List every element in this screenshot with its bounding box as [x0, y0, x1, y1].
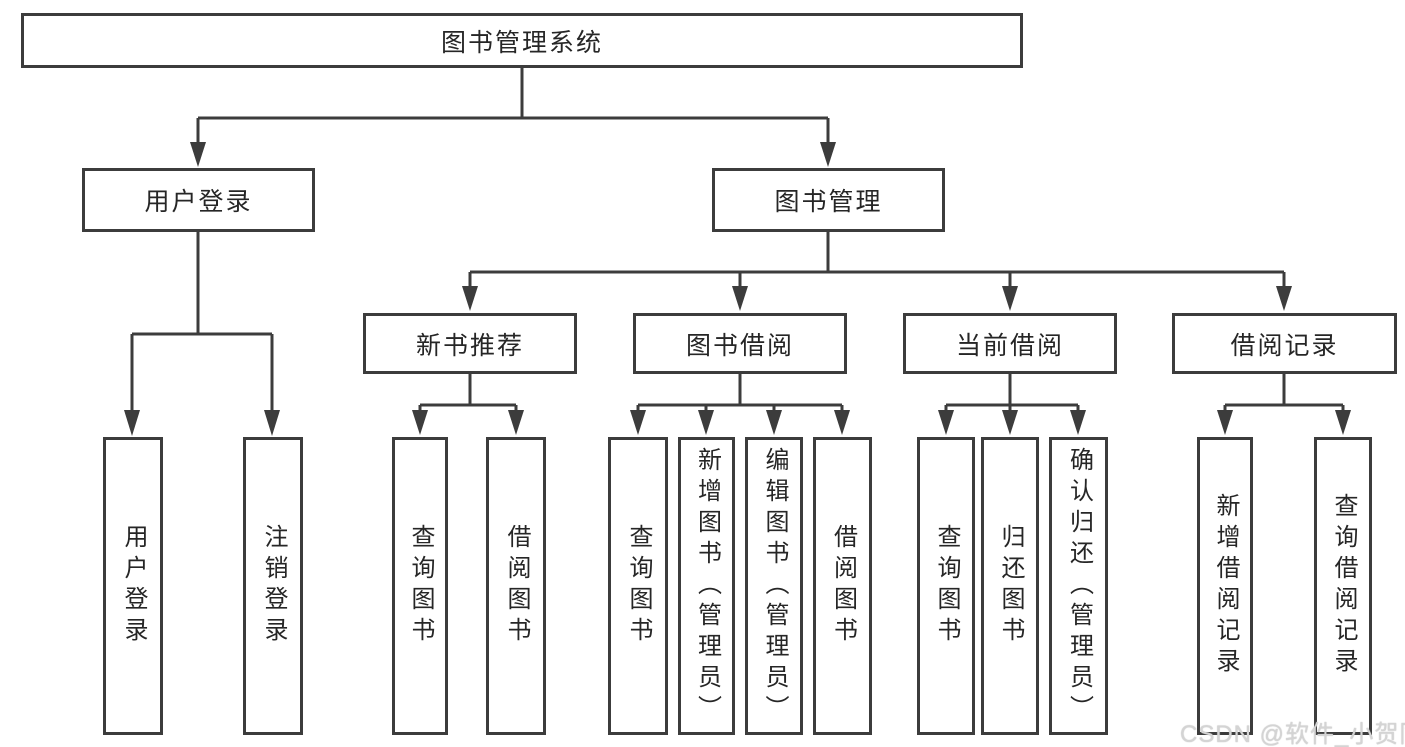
node-leaf-query-books-3: 查询图书: [917, 437, 975, 735]
node-root-system: 图书管理系统: [21, 13, 1023, 68]
node-leaf-query-borrow-record: 查询借阅记录: [1314, 437, 1372, 735]
node-leaf-user-login: 用户登录: [103, 437, 163, 735]
node-leaf-borrow-books-1: 借阅图书: [486, 437, 546, 735]
node-leaf-query-books-2: 查询图书: [608, 437, 668, 735]
node-leaf-add-book-admin: 新增图书（管理员）: [678, 437, 735, 735]
node-leaf-borrow-books-2: 借阅图书: [813, 437, 872, 735]
node-borrow-records: 借阅记录: [1172, 313, 1397, 374]
node-new-book-recommend: 新书推荐: [363, 313, 577, 374]
node-leaf-return-book: 归还图书: [981, 437, 1039, 735]
node-leaf-logout: 注销登录: [243, 437, 303, 735]
watermark: CSDN @软件_小贺同学: [1180, 721, 1405, 747]
node-leaf-confirm-return-admin: 确认归还（管理员）: [1049, 437, 1108, 735]
node-current-borrow: 当前借阅: [903, 313, 1117, 374]
node-leaf-query-books-1: 查询图书: [392, 437, 448, 735]
node-book-management-branch: 图书管理: [712, 168, 945, 232]
node-book-borrow: 图书借阅: [633, 313, 847, 374]
node-user-login-branch: 用户登录: [82, 168, 315, 232]
node-leaf-add-borrow-record: 新增借阅记录: [1197, 437, 1253, 735]
node-leaf-edit-book-admin: 编辑图书（管理员）: [745, 437, 803, 735]
